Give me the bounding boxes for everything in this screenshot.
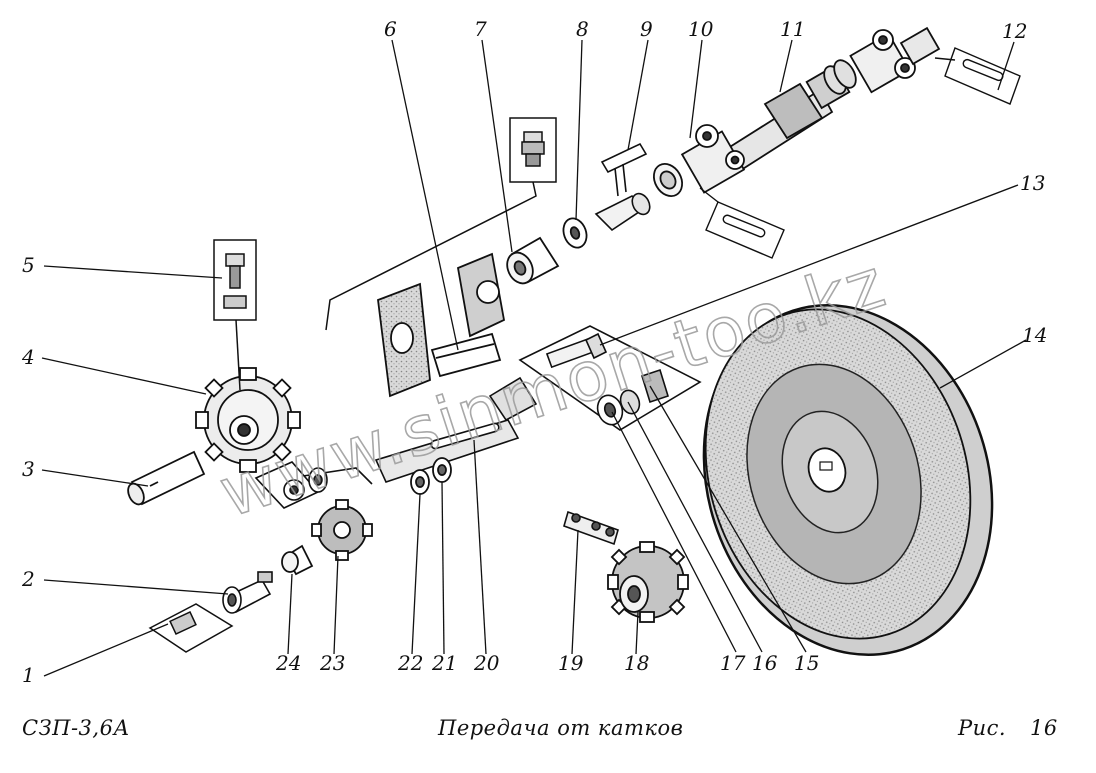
pin-tag-10 <box>699 187 785 259</box>
sprocket-23 <box>311 499 373 561</box>
callout-23: 23 <box>319 651 345 675</box>
callout-3: 3 <box>22 457 35 481</box>
callout-21: 21 <box>431 651 457 675</box>
pin-tag-12 <box>934 47 1021 105</box>
washer-8 <box>562 217 588 249</box>
axle-pin-2 <box>222 571 273 614</box>
sprocket-18 <box>607 541 689 623</box>
bolt-inset-5 <box>213 239 257 391</box>
callout-18: 18 <box>624 651 649 675</box>
leader-lines <box>41 39 1027 677</box>
callout-14: 14 <box>1022 323 1047 347</box>
shaft-block <box>254 461 328 509</box>
callout-11: 11 <box>780 17 805 41</box>
callout-1: 1 <box>22 663 35 687</box>
bracket-plate-6 <box>377 252 506 398</box>
callout-10: 10 <box>688 17 714 41</box>
callout-20: 20 <box>473 651 500 675</box>
footer-figure-number: 16 <box>1030 716 1058 740</box>
callout-8: 8 <box>576 17 589 41</box>
callout-9: 9 <box>640 17 653 41</box>
disc-roller-wheel <box>702 304 994 656</box>
shaft-3 <box>127 450 206 506</box>
callout-19: 19 <box>558 651 584 675</box>
grease-fitting-inset <box>325 117 557 331</box>
callout-6: 6 <box>384 17 397 41</box>
washer-21 <box>432 457 452 483</box>
callout-17: 17 <box>720 651 746 675</box>
callout-12: 12 <box>1002 19 1027 43</box>
callout-7: 7 <box>474 17 487 41</box>
callout-2: 2 <box>21 567 35 591</box>
footer-figure-label: Рис. <box>958 716 1007 740</box>
pin-9 <box>594 142 651 232</box>
bushing-7 <box>506 236 560 285</box>
fitting-inset-1 <box>148 603 234 653</box>
sprocket-4 <box>195 367 301 473</box>
footer-model-code: СЗП-3,6А <box>22 716 130 740</box>
callout-24: 24 <box>275 651 301 675</box>
callout-22: 22 <box>397 651 423 675</box>
callout-15: 15 <box>794 651 819 675</box>
callout-16: 16 <box>752 651 778 675</box>
callout-labels: 1 2 3 4 5 6 7 8 9 10 11 12 13 14 15 16 1… <box>21 17 1047 687</box>
chain-link-19 <box>563 510 619 546</box>
bushing-24 <box>281 544 314 576</box>
cardan-shaft <box>652 26 941 197</box>
footer-figure-title: Передача от катков <box>438 716 684 740</box>
callout-4: 4 <box>21 345 35 369</box>
callout-5: 5 <box>22 253 35 277</box>
tensioner-bolt-plate <box>488 325 702 431</box>
callout-13: 13 <box>1020 171 1045 195</box>
